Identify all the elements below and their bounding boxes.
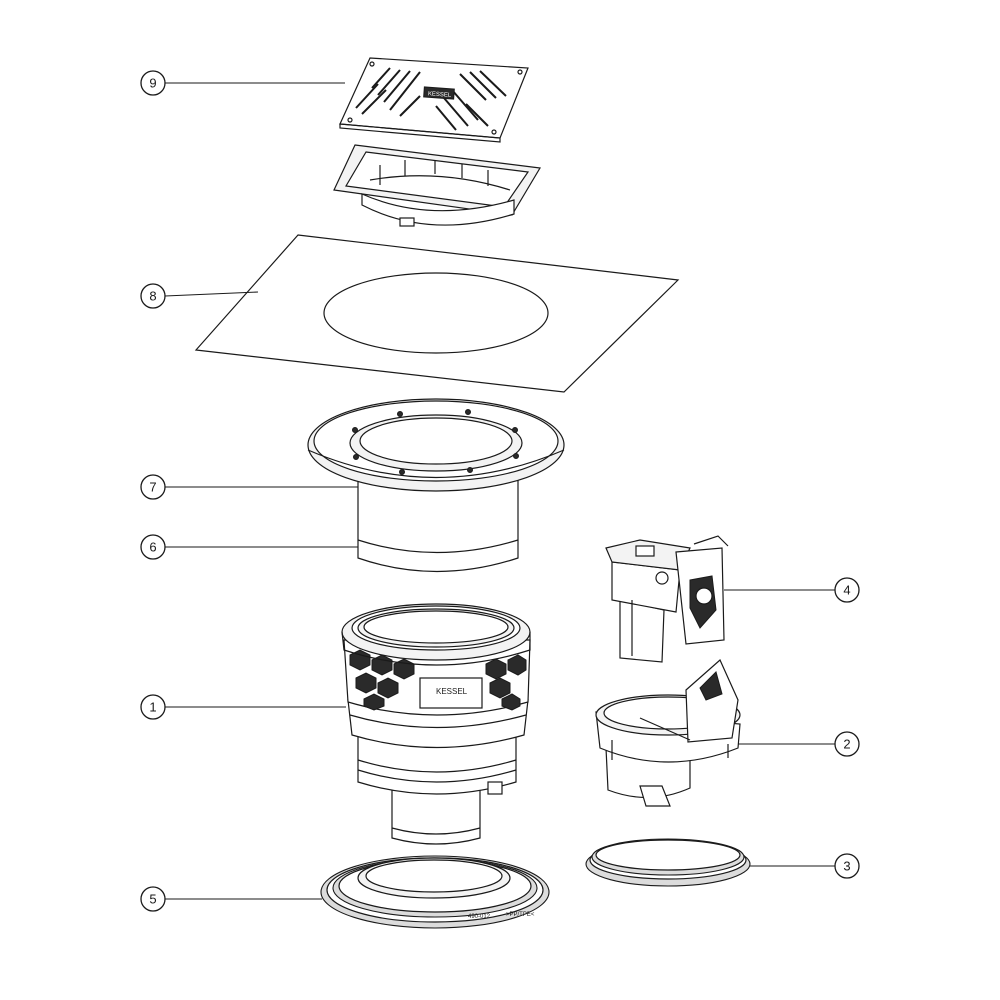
sealing-sheet-opening: [323, 272, 549, 354]
part-sealing-ring: 490-012 >PP/TPE<: [320, 855, 550, 929]
callout-9: 9: [140, 70, 166, 96]
grate-brand-text: KESSEL: [428, 91, 452, 99]
ring-material-text: >PP/TPE<: [506, 912, 535, 918]
body-brand-text: KESSEL: [436, 687, 468, 696]
grate-logo-plate: [423, 86, 455, 100]
callout-5-label: 5: [149, 892, 156, 907]
callout-4-label: 4: [843, 583, 850, 598]
callout-4: 4: [834, 577, 860, 603]
callout-2-label: 2: [843, 737, 850, 752]
callout-7: 7: [140, 474, 166, 500]
callout-2: 2: [834, 731, 860, 757]
part-o-ring: [585, 838, 751, 887]
callout-3: 3: [834, 853, 860, 879]
part-drain-body: KESSEL: [341, 603, 531, 845]
part-sealing-sheet: [194, 234, 680, 393]
callout-8-label: 8: [149, 289, 156, 304]
callout-9-label: 9: [149, 76, 156, 91]
part-grate: KESSEL: [339, 57, 529, 143]
callout-6-label: 6: [149, 540, 156, 555]
part-odour-trap: [595, 659, 741, 807]
body-label-plate: [419, 677, 483, 709]
callout-3-label: 3: [843, 859, 850, 874]
callout-5: 5: [140, 886, 166, 912]
part-flange: [307, 398, 565, 573]
part-frame: [333, 144, 541, 227]
callout-6: 6: [140, 534, 166, 560]
leader-lines: [164, 82, 835, 900]
grate-slots: [355, 67, 507, 131]
callout-7-label: 7: [149, 480, 156, 495]
ring-code-text: 490-012: [468, 914, 491, 920]
part-insert-valve: [605, 535, 729, 663]
callout-1-label: 1: [149, 700, 156, 715]
callout-1: 1: [140, 694, 166, 720]
callout-8: 8: [140, 283, 166, 309]
